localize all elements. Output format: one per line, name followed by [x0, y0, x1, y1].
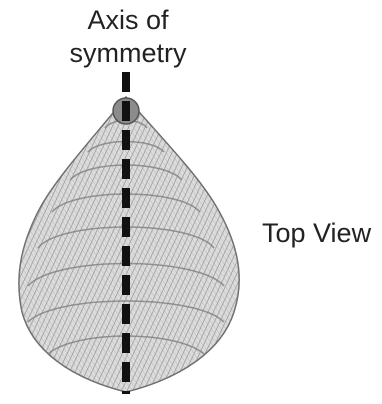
shell-symmetry-diagram: Axis of symmetry Top View	[0, 0, 382, 404]
shell-illustration	[0, 0, 382, 404]
